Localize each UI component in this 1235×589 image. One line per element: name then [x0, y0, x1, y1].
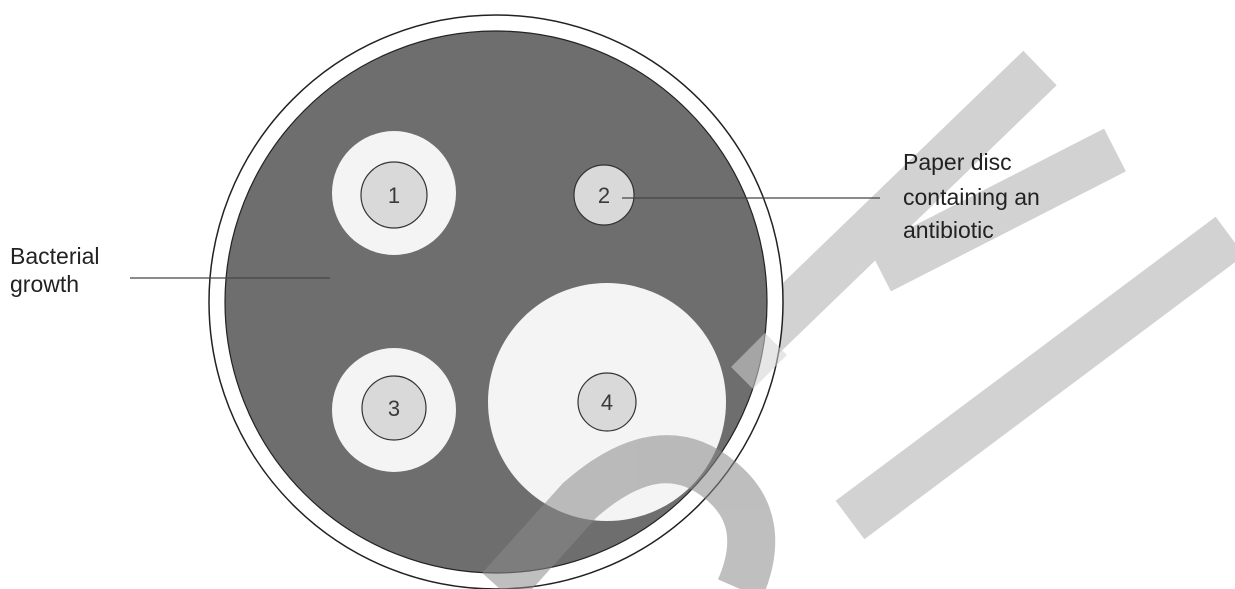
bacterial-growth-label: Bacterial growth: [10, 243, 106, 297]
bacterial-growth-label-line-1: Bacterial: [10, 243, 99, 269]
paper-disc-2-number: 2: [598, 183, 610, 208]
paper-disc-4-number: 4: [601, 390, 613, 415]
watermark-letter-l-overlay: [748, 350, 770, 372]
petri-dish: [209, 15, 783, 589]
paper-disc-label: Paper disc containing an antibiotic: [903, 149, 1046, 243]
paper-disc-3: 3: [362, 376, 426, 440]
watermark-sample: [748, 68, 1230, 520]
paper-disc-1-number: 1: [388, 183, 400, 208]
agar-bacterial-lawn: [225, 31, 767, 573]
paper-disc-3-number: 3: [388, 396, 400, 421]
paper-disc-2: 2: [574, 165, 634, 225]
watermark-letter-l-stroke: [748, 68, 1230, 520]
paper-disc-label-line-3: antibiotic: [903, 217, 994, 243]
paper-disc-label-line-1: Paper disc: [903, 149, 1012, 175]
bacterial-growth-label-line-2: growth: [10, 271, 79, 297]
paper-disc-1: 1: [361, 162, 427, 228]
paper-disc-label-line-2: containing an: [903, 184, 1040, 210]
paper-disc-4: 4: [578, 373, 636, 431]
